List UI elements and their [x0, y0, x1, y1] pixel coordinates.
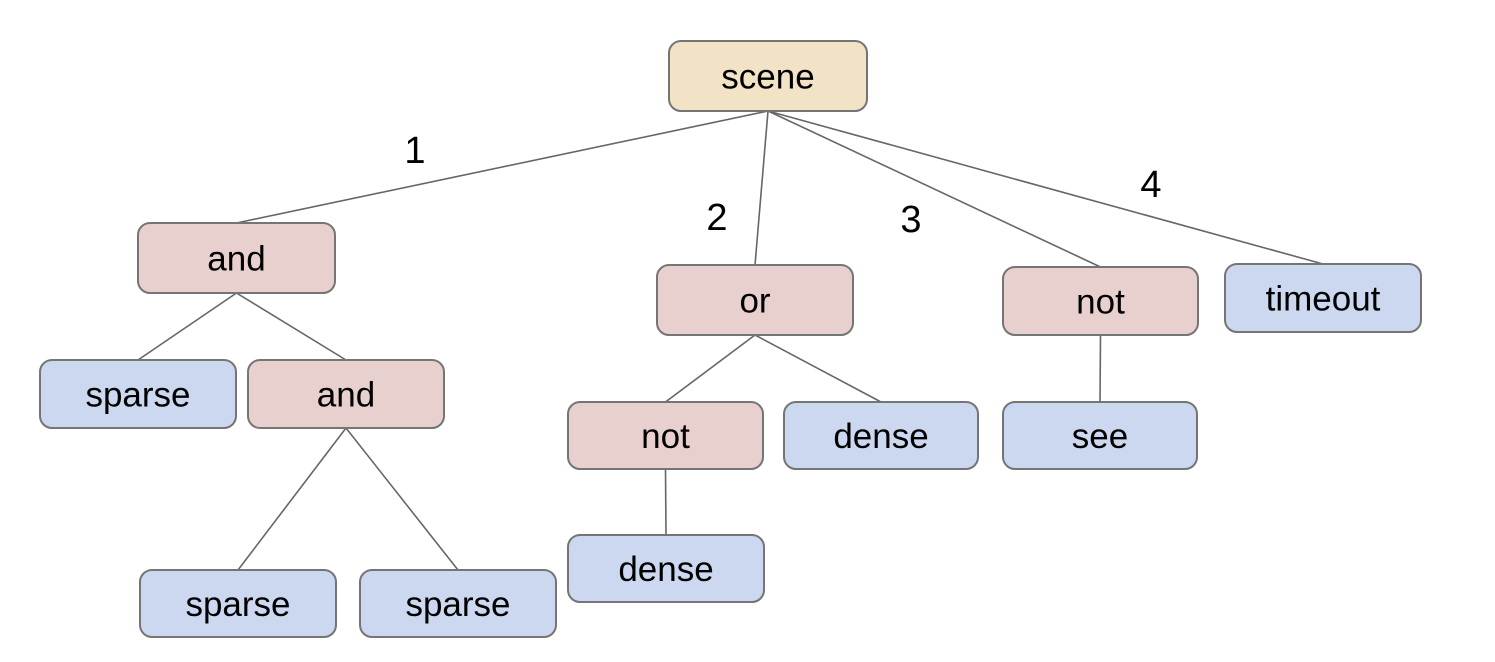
edge-or1-to-dense1: [754, 334, 882, 403]
tree-node-timeout: timeout: [1224, 263, 1422, 333]
node-label-and2: and: [317, 376, 375, 415]
node-box-sparse1: [39, 359, 237, 429]
tree-node-sparse1: sparse: [39, 359, 237, 429]
node-label-sparse2: sparse: [185, 585, 290, 624]
tree-node-and1: and: [137, 222, 336, 294]
node-box-dense1: [783, 401, 979, 470]
node-box-scene: [668, 40, 868, 112]
node-label-sparse3: sparse: [405, 585, 510, 624]
node-label-dense1: dense: [833, 417, 928, 456]
node-box-and2: [247, 359, 445, 429]
tree-node-scene: scene: [668, 40, 868, 112]
edge-label-1: 1: [404, 130, 425, 172]
node-label-or1: or: [739, 282, 770, 321]
edge-not1-to-see: [1099, 334, 1102, 403]
tree-node-not2: not: [567, 401, 764, 470]
edge-label-4: 4: [1140, 164, 1161, 206]
node-label-and1: and: [207, 240, 265, 279]
node-label-sparse1: sparse: [85, 376, 190, 415]
node-box-and1: [137, 222, 336, 294]
edge-scene-to-timeout: [767, 110, 1324, 265]
node-box-timeout: [1224, 263, 1422, 333]
node-label-see: see: [1072, 417, 1128, 456]
node-label-dense2: dense: [618, 550, 713, 589]
node-label-timeout: timeout: [1266, 280, 1381, 319]
node-box-dense2: [567, 534, 765, 603]
node-box-sparse2: [139, 569, 337, 638]
node-label-not2: not: [641, 417, 690, 456]
tree-node-see: see: [1002, 401, 1198, 470]
edge-not2-to-dense2: [664, 468, 667, 536]
tree-node-sparse3: sparse: [359, 569, 557, 638]
edge-and1-to-and2: [236, 292, 347, 361]
tree-node-sparse2: sparse: [139, 569, 337, 638]
node-box-not1: [1002, 266, 1199, 336]
edge-and1-to-sparse1: [137, 292, 237, 361]
node-label-not1: not: [1076, 283, 1125, 322]
tree-node-or1: or: [656, 264, 854, 336]
node-box-sparse3: [359, 569, 557, 638]
node-box-see: [1002, 401, 1198, 470]
edge-scene-to-or1: [754, 110, 769, 266]
node-label-scene: scene: [721, 58, 814, 97]
tree-node-not1: not: [1002, 266, 1199, 336]
edge-label-3: 3: [900, 199, 921, 241]
tree-node-and2: and: [247, 359, 445, 429]
tree-node-dense2: dense: [567, 534, 765, 603]
edge-or1-to-not2: [665, 334, 756, 403]
tree-node-dense1: dense: [783, 401, 979, 470]
edge-scene-to-not1: [767, 110, 1101, 268]
edge-label-2: 2: [706, 197, 727, 239]
node-box-or1: [656, 264, 854, 336]
edge-and2-to-sparse3: [345, 427, 459, 571]
node-box-not2: [567, 401, 764, 470]
edge-and2-to-sparse2: [237, 427, 347, 571]
edge-scene-to-and1: [236, 110, 769, 224]
